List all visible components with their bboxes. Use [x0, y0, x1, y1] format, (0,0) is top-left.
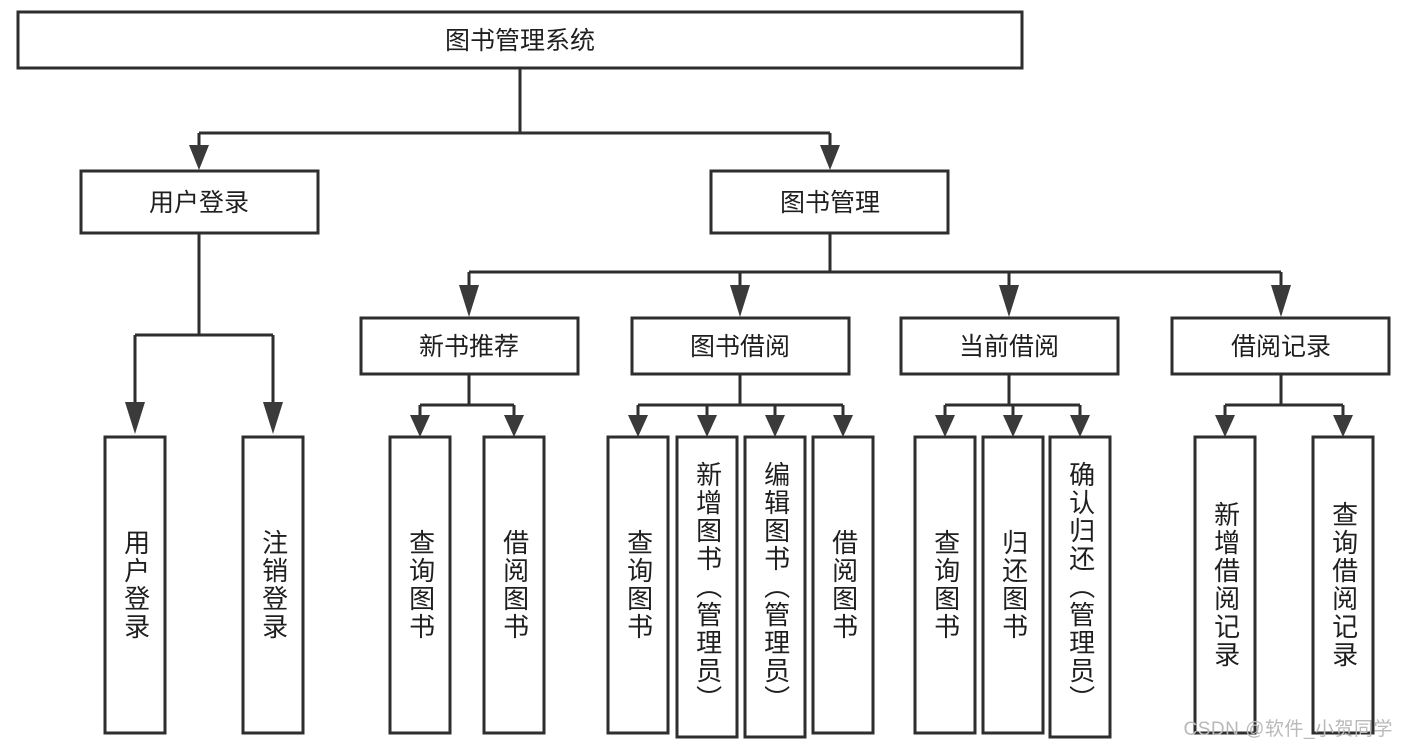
arrow-head-leaf-confirm-return: [1070, 415, 1090, 437]
node-leaf-add-book-box[interactable]: [675, 435, 739, 739]
arrow-head-leaf-query-book-1: [410, 415, 430, 437]
arrow-head-leaf-edit-book: [765, 415, 785, 437]
node-leaf-query-book-2-box[interactable]: [606, 435, 670, 735]
node-book-manage-label: 图书管理: [780, 189, 880, 217]
node-user-login[interactable]: 用户登录: [79, 169, 320, 235]
arrow-head-leaf-query-book-2: [628, 415, 648, 437]
connector-group-root: [189, 68, 840, 170]
node-new-book-rec-box[interactable]: [359, 316, 580, 376]
node-book-borrow-label: 图书借阅: [690, 333, 790, 361]
node-leaf-confirm-return-box[interactable]: [1048, 435, 1112, 739]
arrow-head-leaf-borrow-book-2: [833, 415, 853, 437]
node-leaf-borrow-book-1-box[interactable]: [482, 435, 546, 735]
node-new-book-rec-label: 新书推荐: [419, 333, 519, 361]
node-borrow-record-box[interactable]: [1170, 316, 1391, 376]
node-leaf-edit-book-box[interactable]: [743, 435, 807, 739]
connector-group-current-borrow: [935, 374, 1090, 437]
node-book-manage-box[interactable]: [709, 169, 950, 235]
node-current-borrow[interactable]: 当前借阅: [899, 316, 1120, 376]
node-book-borrow[interactable]: 图书借阅: [630, 316, 851, 376]
node-leaf-query-record-box[interactable]: [1311, 435, 1375, 735]
node-leaf-query-book-3-box[interactable]: [913, 435, 977, 735]
connector-group-new-book-rec: [410, 374, 524, 437]
node-user-login-box[interactable]: [79, 169, 320, 235]
arrow-head-leaf-add-record: [1215, 415, 1235, 437]
node-leaf-query-book-1-box[interactable]: [388, 435, 452, 735]
arrow-head-leaf-query-book-3: [935, 415, 955, 437]
arrow-head-book-borrow: [730, 285, 750, 317]
arrow-head-new-book-rec: [459, 285, 479, 317]
node-leaf-borrow-book-2-box[interactable]: [811, 435, 875, 735]
node-leaf-user-login-box[interactable]: [103, 435, 167, 735]
arrow-head-leaf-user-logout: [263, 402, 283, 434]
node-book-manage[interactable]: 图书管理: [709, 169, 950, 235]
node-root-box[interactable]: [16, 10, 1024, 70]
node-borrow-record-label: 借阅记录: [1231, 333, 1331, 361]
node-root[interactable]: 图书管理系统: [16, 10, 1024, 70]
node-borrow-record[interactable]: 借阅记录: [1170, 316, 1391, 376]
node-leaf-add-record-box[interactable]: [1193, 435, 1257, 735]
node-new-book-rec[interactable]: 新书推荐: [359, 316, 580, 376]
arrow-head-leaf-borrow-book-1: [504, 415, 524, 437]
node-user-login-label: 用户登录: [149, 189, 249, 217]
arrow-head-user-login: [189, 145, 209, 170]
csdn-watermark: CSDN @软件_小贺同学: [1183, 719, 1393, 740]
arrow-head-leaf-query-record: [1333, 415, 1353, 437]
node-book-borrow-box[interactable]: [630, 316, 851, 376]
node-leaf-return-book-box[interactable]: [981, 435, 1045, 735]
connector-group-user-login: [125, 233, 283, 434]
arrow-head-borrow-record: [1271, 285, 1291, 317]
arrow-head-book-manage: [820, 145, 840, 170]
node-root-label: 图书管理系统: [445, 27, 595, 55]
arrow-head-current-borrow: [999, 285, 1019, 317]
node-current-borrow-box[interactable]: [899, 316, 1120, 376]
connector-group-borrow-record: [1215, 374, 1353, 437]
node-leaf-user-logout-box[interactable]: [241, 435, 305, 735]
arrow-head-leaf-add-book: [697, 415, 717, 437]
connector-group-book-manage: [459, 233, 1291, 317]
node-current-borrow-label: 当前借阅: [959, 333, 1059, 361]
arrow-head-leaf-user-login: [125, 402, 145, 434]
connector-group-book-borrow: [628, 374, 853, 437]
arrow-head-leaf-return-book: [1003, 415, 1023, 437]
